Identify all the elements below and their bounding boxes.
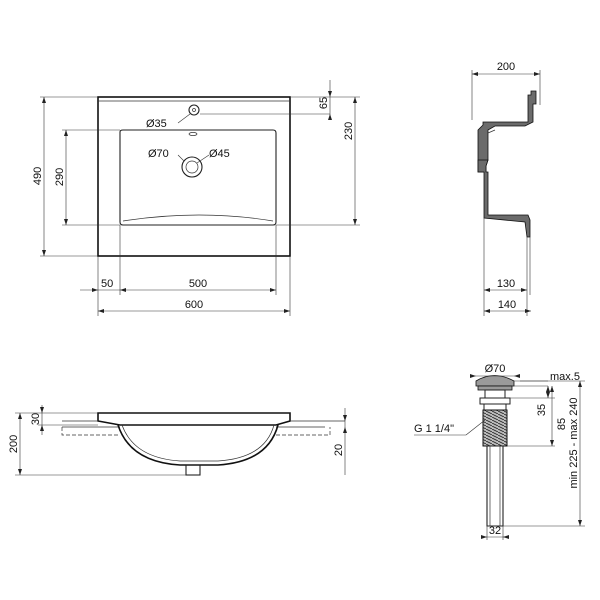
- dim-depth-total: 490: [32, 167, 44, 185]
- drain-hole: [181, 156, 203, 178]
- dim-bowl-offset: 230: [343, 122, 355, 140]
- drain-inner-label: Ø45: [209, 148, 230, 160]
- dim-width-total: 600: [185, 299, 203, 311]
- dim-offset-left: 50: [101, 278, 113, 290]
- front-view: 200 30 20: [8, 405, 347, 476]
- drain-cap-diameter: Ø70: [485, 363, 506, 375]
- drain-cap-height: 35: [536, 404, 548, 416]
- drain-thread-label: G 1 1/4": [414, 423, 454, 435]
- drain-range: min 225 - max 240: [568, 397, 580, 488]
- dim-right-height: 20: [333, 444, 345, 456]
- dim-inner-depth: 130: [497, 278, 515, 290]
- basin-outline: [97, 96, 291, 257]
- front-top: [97, 412, 291, 426]
- drain-body-height: 85: [556, 418, 568, 430]
- drain-max-gap: max.5: [550, 371, 580, 383]
- front-bowl: [117, 424, 279, 466]
- tap-hole-label: Ø35: [146, 118, 167, 130]
- dim-front-height: 200: [8, 435, 20, 453]
- tap-hole: [188, 104, 200, 116]
- dim-side-depth: 200: [497, 61, 515, 73]
- top-view: Ø35 Ø70 Ø45 65 230 490 290: [32, 80, 360, 316]
- drain-outer-label: Ø70: [148, 148, 169, 160]
- drain-detail: Ø70 max.5 35 85 min 225 - max 240 G 1 1/…: [414, 363, 585, 540]
- drain-pipe: [486, 445, 504, 527]
- dim-tap-offset: 65: [318, 97, 330, 109]
- drain-cap: [475, 375, 515, 387]
- side-section: 200 130 140: [471, 61, 541, 316]
- drain-thread: [482, 409, 508, 447]
- dim-rim: 30: [30, 413, 42, 425]
- dim-depth-bowl: 290: [54, 168, 66, 186]
- dim-width-bowl: 500: [189, 278, 207, 290]
- drain-pipe-diameter: 32: [489, 525, 501, 537]
- bowl-outline: [119, 129, 277, 226]
- dim-base-depth: 140: [498, 299, 516, 311]
